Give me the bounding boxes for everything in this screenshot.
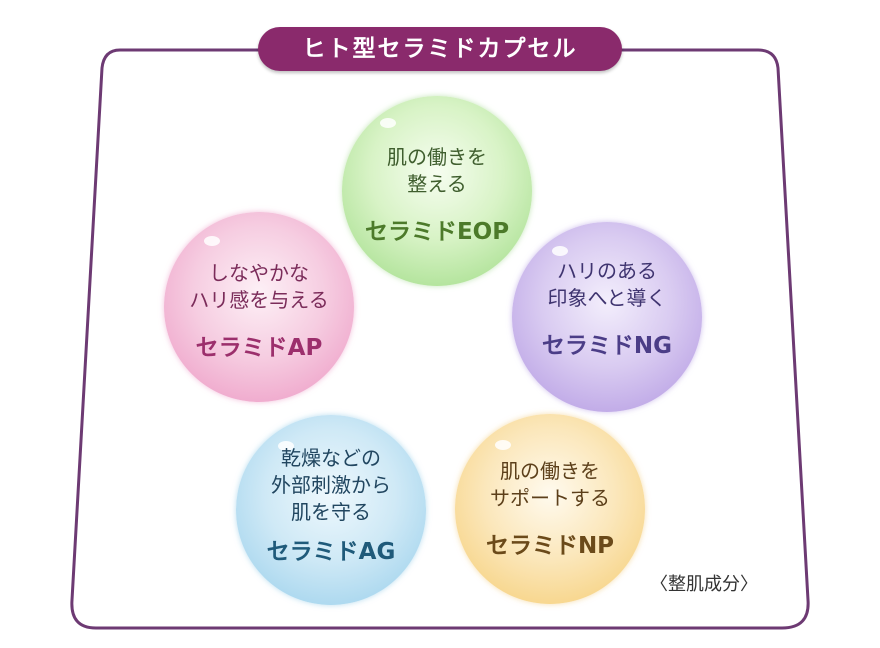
highlight-glint xyxy=(380,118,396,128)
highlight-glint xyxy=(278,441,294,451)
highlight-glint xyxy=(552,246,568,256)
footnote-skin-conditioning: 〈整肌成分〉 xyxy=(650,574,758,595)
bubble-ceramide-ng: ハリのある 印象へと導く セラミドNG xyxy=(512,222,702,412)
highlight-glint xyxy=(495,440,511,450)
bubble-ag-name: セラミドAG xyxy=(266,539,396,565)
bubble-ng-name: セラミドNG xyxy=(541,333,673,359)
bubble-eop-desc-line-1: 肌の働きを xyxy=(387,145,487,169)
bubble-ag-desc-line-3: 肌を守る xyxy=(291,500,371,524)
bubble-np-desc-line-2: サポートする xyxy=(490,486,610,510)
bubble-ceramide-ag: 乾燥などの 外部刺激から 肌を守る セラミドAG xyxy=(236,415,426,605)
bubble-ng-desc-line-2: 印象へと導く xyxy=(547,286,667,310)
bubble-np-name: セラミドNP xyxy=(485,533,615,559)
bubble-eop-desc-line-2: 整える xyxy=(407,172,467,196)
bubble-ceramide-eop: 肌の働きを 整える セラミドEOP xyxy=(342,96,532,286)
bubble-ap-desc-line-1: しなやかな xyxy=(209,261,309,285)
bubble-eop-name: セラミドEOP xyxy=(364,219,510,245)
highlight-glint xyxy=(204,236,220,246)
page-title: ヒト型セラミドカプセル xyxy=(258,27,622,71)
bubble-ag-desc-line-2: 外部刺激から xyxy=(271,473,391,497)
bubble-ap-name: セラミドAP xyxy=(195,335,323,361)
bubble-np-desc-line-1: 肌の働きを xyxy=(500,459,600,483)
bubble-ceramide-np: 肌の働きを サポートする セラミドNP xyxy=(455,414,645,604)
bubble-ng-desc-line-1: ハリのある xyxy=(557,259,657,283)
bubble-ceramide-ap: しなやかな ハリ感を与える セラミドAP xyxy=(164,212,354,402)
bubble-ag-desc-line-1: 乾燥などの xyxy=(281,446,381,470)
bubble-ap-desc-line-2: ハリ感を与える xyxy=(189,288,329,312)
